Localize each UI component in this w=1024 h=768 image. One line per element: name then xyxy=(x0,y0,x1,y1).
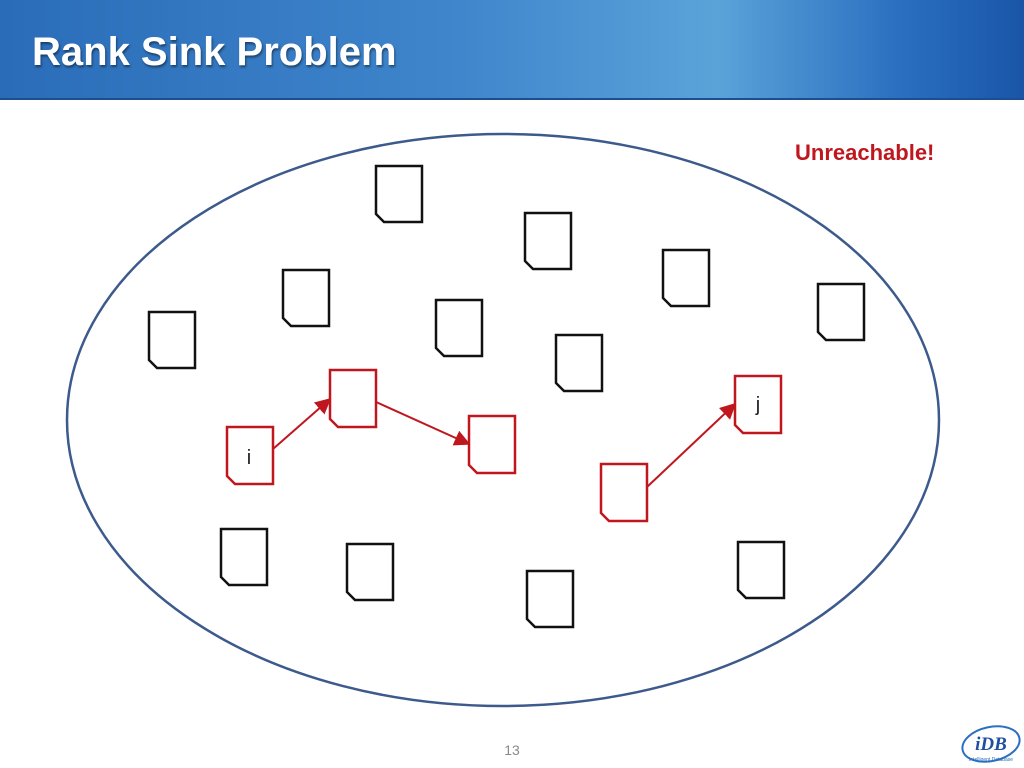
page-number: 13 xyxy=(504,742,520,758)
page-icon xyxy=(525,569,575,629)
page-icon xyxy=(219,527,269,587)
page-icon xyxy=(281,268,331,328)
web-graph-diagram: i j xyxy=(65,132,941,708)
page-icon xyxy=(523,211,573,271)
link-arrows xyxy=(272,397,737,488)
page-icon-i xyxy=(225,425,275,486)
page-icon xyxy=(147,310,197,370)
page-icon-b xyxy=(467,414,517,475)
page-icon xyxy=(554,333,604,393)
page-icon-a xyxy=(328,368,378,429)
unreachable-note: Unreachable! xyxy=(795,140,935,165)
page-icon xyxy=(345,542,395,602)
arrow-a-to-b xyxy=(375,401,471,446)
node-i-label: i xyxy=(247,447,251,469)
web-boundary-ellipse xyxy=(65,132,941,708)
arrow-i-to-a xyxy=(272,397,332,450)
red-page-icons xyxy=(225,368,783,523)
arrow-c-to-j xyxy=(646,402,737,488)
black-page-icons xyxy=(147,164,866,629)
idb-logo: iDB Intelligent Database xyxy=(961,725,1021,763)
slide-header xyxy=(0,0,1024,100)
page-icon xyxy=(374,164,424,224)
svg-text:Intelligent Database: Intelligent Database xyxy=(969,757,1013,763)
page-icon-c xyxy=(599,462,649,523)
page-icon xyxy=(434,298,484,358)
page-icon xyxy=(736,540,786,600)
svg-text:iDB: iDB xyxy=(975,734,1007,755)
page-icon xyxy=(661,248,711,308)
slide-title: Rank Sink Problem xyxy=(32,30,397,74)
page-icon xyxy=(816,282,866,342)
node-j-label: j xyxy=(755,394,760,416)
